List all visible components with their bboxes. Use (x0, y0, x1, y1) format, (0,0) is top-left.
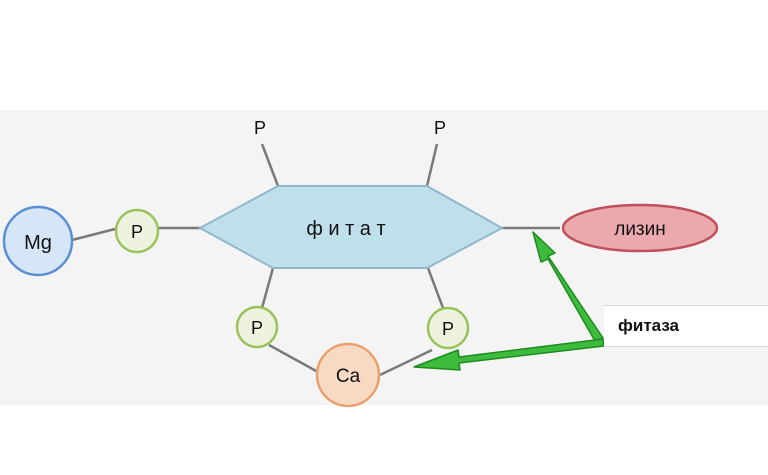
bond-phytate-p-bottom-right (426, 267, 445, 309)
phosphate-label-top-right: P (434, 118, 446, 138)
phosphate-node-bottom-left (235, 305, 279, 349)
phosphate-node-left (114, 208, 160, 254)
bond-phytate-p-top-left (260, 143, 280, 187)
bonds (71, 143, 560, 377)
phosphate-label-left: P (131, 222, 143, 242)
ca-label: Ca (336, 366, 361, 387)
phosphate-node-bottom-right (426, 306, 470, 350)
phytase-callout: фитаза (604, 305, 768, 347)
bond-p-ca-left (268, 343, 319, 374)
bond-p-ca-right (379, 348, 433, 377)
mg-label: Mg (24, 232, 52, 254)
bond-mg-p (71, 227, 116, 242)
phosphate-label-top-left: P (254, 118, 266, 138)
mg-node (2, 205, 74, 277)
arrow-to-lysine (532, 231, 604, 342)
phytate-hexagon (197, 185, 505, 269)
bond-phytate-p-bottom-left (260, 267, 275, 309)
phytase-label: фитаза (618, 316, 679, 335)
phytate-label: ф и т а т (306, 218, 385, 240)
phosphate-label-bottom-right: P (442, 319, 454, 339)
bond-phytate-p-top-right (425, 143, 439, 187)
lysine-label: лизин (614, 219, 666, 240)
arrow-to-ca (413, 338, 605, 371)
phosphate-label-bottom-left: P (251, 318, 263, 338)
phytase-arrows (413, 231, 605, 371)
lysine-node (561, 203, 719, 253)
ca-node (315, 342, 381, 408)
